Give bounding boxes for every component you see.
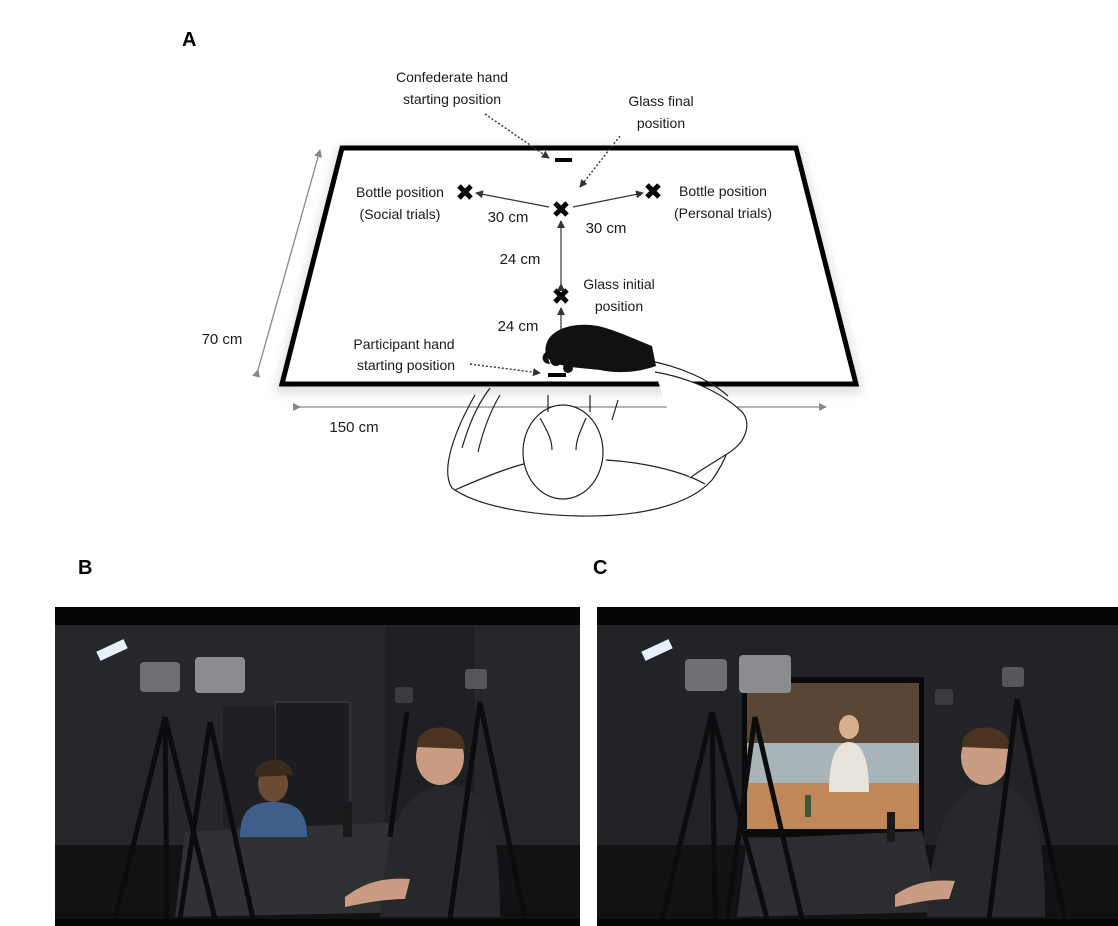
distance-upper-label: 24 cm xyxy=(500,251,541,268)
bottle-social-x-icon xyxy=(457,184,473,200)
arrow-to-social-bottle xyxy=(475,190,550,208)
leader-glass-final xyxy=(579,135,621,188)
participant-hand-label-1: Participant hand xyxy=(353,336,454,352)
leader-confederate-hand xyxy=(484,113,550,159)
participant-figure-icon xyxy=(447,359,748,517)
arrow-to-personal-bottle xyxy=(572,190,644,208)
table-setup-diagram: Confederate hand starting position Glass… xyxy=(202,69,863,517)
glass-final-x-icon xyxy=(553,201,569,217)
table-width-label: 150 cm xyxy=(329,419,378,436)
bottle-personal-x-icon xyxy=(645,183,661,199)
glass-final-label-1: Glass final xyxy=(628,93,693,109)
lab-photo-participant-with-human-icon xyxy=(55,607,580,926)
distance-left-label: 30 cm xyxy=(488,209,529,226)
participant-hand-marker xyxy=(548,373,566,377)
table-depth-label: 70 cm xyxy=(202,331,243,348)
glass-initial-label-2: position xyxy=(595,298,643,314)
lab-photo-participant-with-virtual-agent-icon xyxy=(597,607,1118,926)
glass-final-label-2: position xyxy=(637,115,685,131)
bottle-social-label-2: (Social trials) xyxy=(360,206,441,222)
confederate-hand-marker xyxy=(555,158,572,162)
bottle-personal-label-1: Bottle position xyxy=(679,183,767,199)
panel-label-c: C xyxy=(593,557,608,579)
participant-hand-label-2: starting position xyxy=(357,357,455,373)
confederate-hand-label-1: Confederate hand xyxy=(396,69,508,85)
bottle-social-label-1: Bottle position xyxy=(356,184,444,200)
glass-initial-label-1: Glass initial xyxy=(583,276,655,292)
glass-initial-x-icon xyxy=(553,288,569,304)
photo-panel-c xyxy=(597,607,1118,926)
hand-silhouette-icon xyxy=(542,324,656,373)
confederate-hand-label-2: starting position xyxy=(403,91,501,107)
panel-label-a: A xyxy=(182,29,197,51)
panel-label-b: B xyxy=(78,557,93,579)
depth-arrow xyxy=(252,149,322,378)
distance-right-label: 30 cm xyxy=(586,220,627,237)
distance-lower-label: 24 cm xyxy=(498,318,539,335)
bottle-personal-label-2: (Personal trials) xyxy=(674,205,772,221)
photo-panel-b xyxy=(55,607,580,926)
